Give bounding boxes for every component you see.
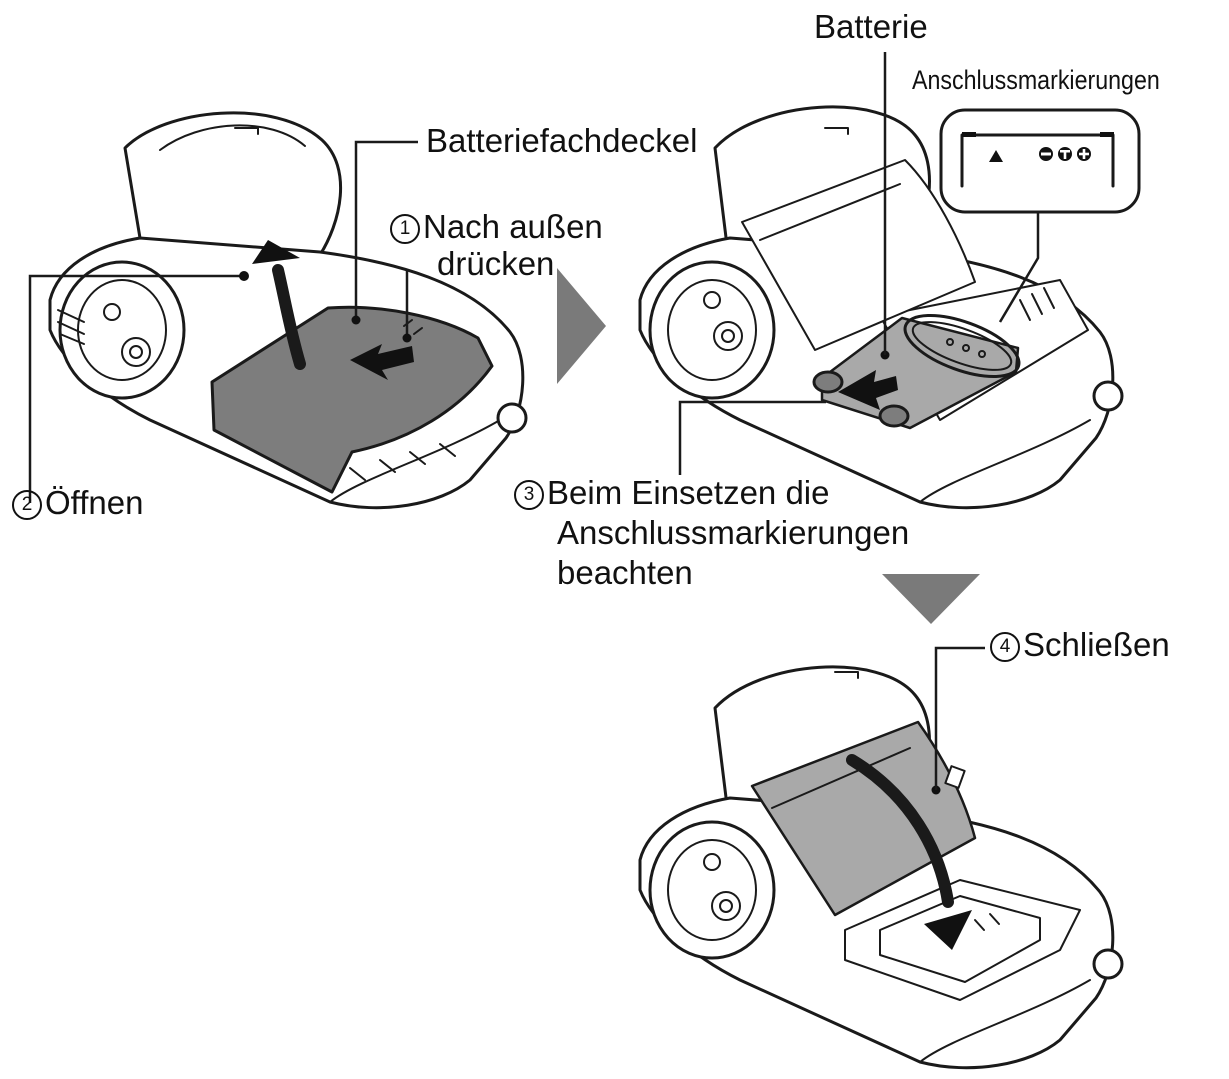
battery-label: Batterie <box>814 8 928 46</box>
cover-label: Batteriefachdeckel <box>426 122 698 160</box>
step2-number: 2 <box>12 490 42 520</box>
camera-closing <box>640 667 1122 1068</box>
step-arrow-right <box>557 268 606 384</box>
terminal-marks-title: Anschlussmarkierungen <box>912 65 1160 96</box>
step1-line2: drücken <box>437 245 554 283</box>
t-terminal-icon <box>1058 147 1072 161</box>
step3-number: 3 <box>514 480 544 510</box>
step4-number: 4 <box>990 632 1020 662</box>
step3-line2: Anschlussmarkierungen <box>557 514 909 552</box>
plus-terminal-icon <box>1077 147 1091 161</box>
step3-line1: Beim Einsetzen die <box>547 474 829 511</box>
step4-text: Schließen <box>1023 626 1170 663</box>
camera-closed <box>50 113 526 508</box>
step1-number: 1 <box>390 214 420 244</box>
minus-terminal-icon <box>1039 147 1053 161</box>
step3-line3: beachten <box>557 554 693 592</box>
step-arrow-down <box>882 574 980 624</box>
step2-text: Öffnen <box>45 484 143 521</box>
step1-line1: Nach außen <box>423 208 603 245</box>
